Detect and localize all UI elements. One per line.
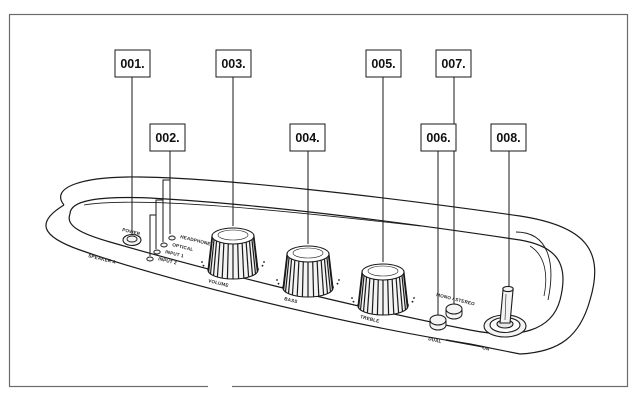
treble-knob[interactable] [351, 263, 415, 316]
knob-tick [277, 282, 280, 285]
input-leds [146, 235, 176, 262]
frame-gap [208, 382, 232, 390]
knob-tick [336, 282, 339, 285]
knob-tick [351, 297, 353, 299]
knob-cap [211, 227, 255, 245]
led-input2 [146, 256, 154, 262]
callout-006: 006. [420, 123, 457, 152]
callout-003: 003. [215, 49, 252, 78]
knob-rib [287, 258, 293, 294]
callout-006-label: 006. [426, 131, 450, 145]
knob-rib [252, 237, 258, 273]
input2-label: INPUT 2 [158, 256, 178, 266]
knob-tick [261, 264, 264, 267]
knob-rib [248, 240, 254, 276]
knob-rib [221, 242, 225, 279]
knob-tick [411, 300, 414, 303]
knob-tick [201, 261, 203, 263]
callout-001-label: 001. [120, 57, 144, 71]
knob-rib [316, 260, 320, 297]
knob-rib [208, 237, 214, 273]
leader-lines [131, 77, 510, 315]
toggle-switch[interactable] [483, 285, 527, 338]
callout-002-label: 002. [155, 131, 179, 145]
knob-rib [398, 276, 404, 312]
optical-label: OPTICAL [172, 242, 194, 252]
knob-cap-highlight [292, 247, 324, 259]
knob-tick [276, 279, 278, 281]
callout-008: 008. [490, 123, 527, 152]
knob-cap [286, 245, 330, 263]
knob-rib [327, 255, 333, 291]
knob-rib [312, 260, 315, 297]
knob-group [201, 227, 415, 316]
volume-knob[interactable] [201, 227, 265, 280]
led-input1 [153, 249, 161, 255]
knob-tick [352, 300, 355, 303]
knob-rib [241, 242, 245, 279]
knob-rib [209, 238, 215, 274]
knob-rib [251, 238, 257, 274]
callout-007-label: 007. [441, 57, 465, 71]
knob-rib [226, 242, 229, 279]
knob-tick [413, 297, 415, 299]
callout-005-label: 005. [371, 57, 395, 71]
knob-rib [391, 278, 395, 315]
callout-004-label: 004. [295, 131, 319, 145]
knob-rib [371, 278, 375, 315]
bass-knob[interactable] [276, 245, 340, 298]
dual-label: DUAL [428, 336, 442, 344]
knob-tick [263, 261, 265, 263]
knob-tick [338, 279, 340, 281]
knob-rib [395, 277, 400, 314]
knob-cap-highlight [367, 265, 399, 277]
callout-007: 007. [435, 49, 472, 78]
callout-002: 002. [149, 123, 186, 152]
knob-rib [296, 260, 300, 297]
mode-button-007[interactable] [445, 303, 463, 320]
knob-rib [362, 276, 368, 312]
callout-001: 001. [114, 49, 151, 78]
input1-label: INPUT 1 [165, 249, 185, 259]
knob-cap-highlight [217, 229, 249, 241]
speaker-label: SPEAKER A [88, 253, 117, 265]
knob-rib [402, 273, 408, 309]
knob-rib [326, 256, 332, 292]
knob-rib [245, 241, 250, 278]
callout-004: 004. [289, 123, 326, 152]
bass-label: BASS [284, 296, 298, 304]
knob-rib [401, 274, 407, 310]
knob-rib [366, 277, 371, 314]
leader-002 [149, 150, 171, 256]
knob-rib [212, 240, 218, 276]
volume-label: VOLUME [208, 278, 229, 288]
knob-rib [291, 259, 296, 296]
callout-005: 005. [365, 49, 402, 78]
knob-rib [216, 241, 221, 278]
knob-rib [283, 255, 289, 291]
knob-tick [202, 264, 205, 267]
knob-rib [387, 278, 390, 315]
knob-rib [237, 242, 240, 279]
mode-button-006[interactable] [429, 314, 447, 331]
on-label: ON [482, 345, 491, 352]
knob-rib [323, 258, 329, 294]
treble-label: TREBLE [360, 314, 380, 324]
diagram-frame [8, 13, 629, 388]
led-headphones [168, 235, 176, 241]
power-button[interactable] [122, 233, 142, 247]
knob-rib [359, 274, 365, 310]
knob-rib [376, 278, 379, 315]
callout-003-label: 003. [221, 57, 245, 71]
callout-008-label: 008. [496, 131, 520, 145]
knob-rib [284, 256, 290, 292]
knob-rib [320, 259, 325, 296]
knob-rib [301, 260, 304, 297]
knob-rib [358, 273, 364, 309]
led-optical [160, 242, 168, 248]
knob-cap [361, 263, 405, 281]
